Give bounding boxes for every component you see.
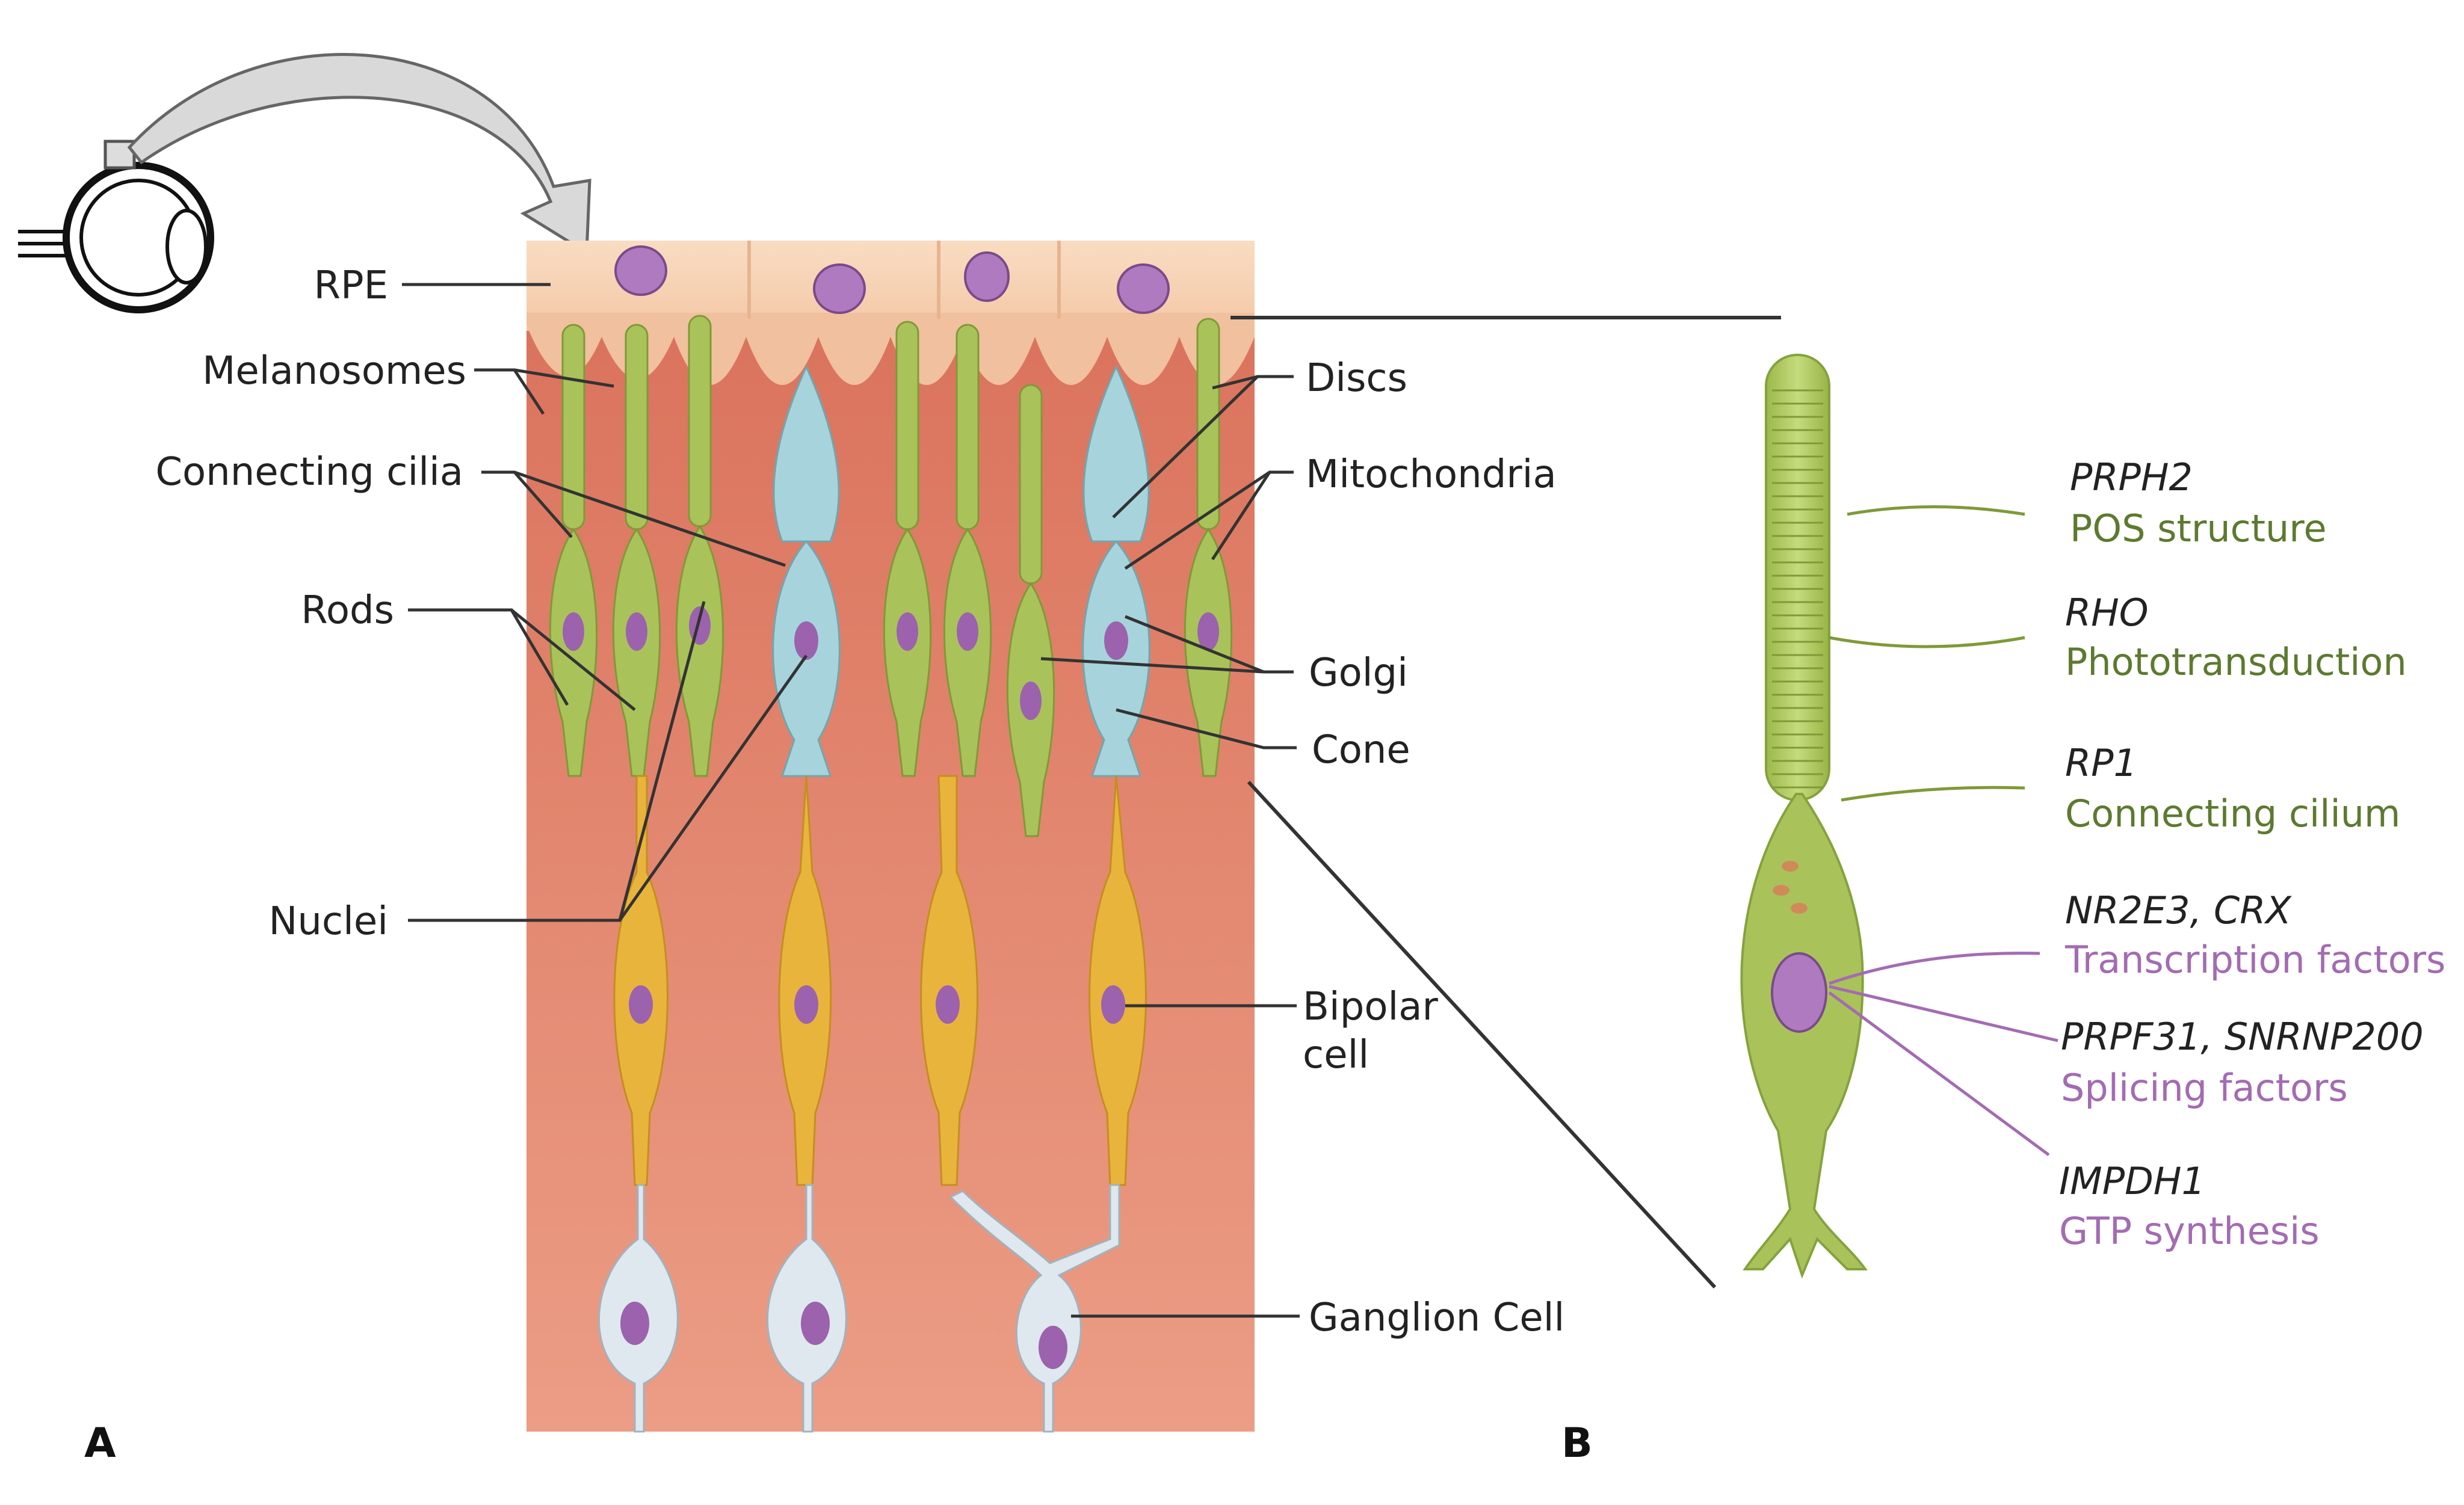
- gene-function: POS structure: [2070, 506, 2327, 550]
- gene-function: Phototransduction: [2065, 640, 2407, 684]
- gene-name: PRPH2: [2070, 455, 2193, 499]
- gene-function: Connecting cilium: [2065, 792, 2400, 836]
- gene-name: RHO: [2065, 591, 2149, 635]
- gene-function: Transcription factors: [2064, 938, 2445, 982]
- label-nuclei: Nuclei: [268, 899, 388, 944]
- label-discs: Discs: [1306, 356, 1407, 401]
- label-bipolar-line1: Bipolar: [1303, 985, 1438, 1029]
- gene-function: Splicing factors: [2061, 1066, 2348, 1110]
- gene-name: PRPF31, SNRNP200: [2061, 1015, 2424, 1059]
- label-golgi: Golgi: [1309, 651, 1408, 695]
- label-ganglion-cell: Ganglion Cell: [1309, 1296, 1564, 1340]
- rpe-cells: [614, 241, 1170, 319]
- leader-lines-left: [402, 283, 808, 922]
- label-bipolar-line2: cell: [1303, 1033, 1369, 1077]
- label-rods: Rods: [301, 588, 394, 633]
- label-melanosomes: Melanosomes: [202, 349, 466, 393]
- curved-arrow-icon: [127, 53, 591, 256]
- label-cone: Cone: [1312, 728, 1410, 772]
- gene-list: PRPH2 POS structure RHO Phototransductio…: [2059, 455, 2445, 1253]
- label-connecting-cilia: Connecting cilia: [155, 450, 463, 494]
- panel-label-b: B: [1561, 1420, 1593, 1467]
- gene-name: RP1: [2065, 741, 2137, 785]
- gene-name: IMPDH1: [2059, 1159, 2205, 1203]
- panel-label-a: A: [84, 1420, 116, 1467]
- label-mitochondria: Mitochondria: [1306, 452, 1557, 497]
- ganglion-cells: [598, 1184, 1120, 1433]
- bipolar-cells: [613, 775, 1147, 1186]
- label-rpe: RPE: [314, 263, 389, 308]
- eye-icon: [18, 140, 214, 313]
- gene-function: GTP synthesis: [2059, 1209, 2320, 1253]
- rod-cells: [549, 315, 1233, 837]
- leader-lines-right: [1040, 375, 1300, 1318]
- gene-name: NR2E3, CRX: [2065, 888, 2292, 932]
- enlarged-rod-cell: [1740, 354, 1868, 1279]
- gene-connector-lines: [1828, 505, 2058, 1157]
- zoom-lines: [1230, 316, 1781, 1289]
